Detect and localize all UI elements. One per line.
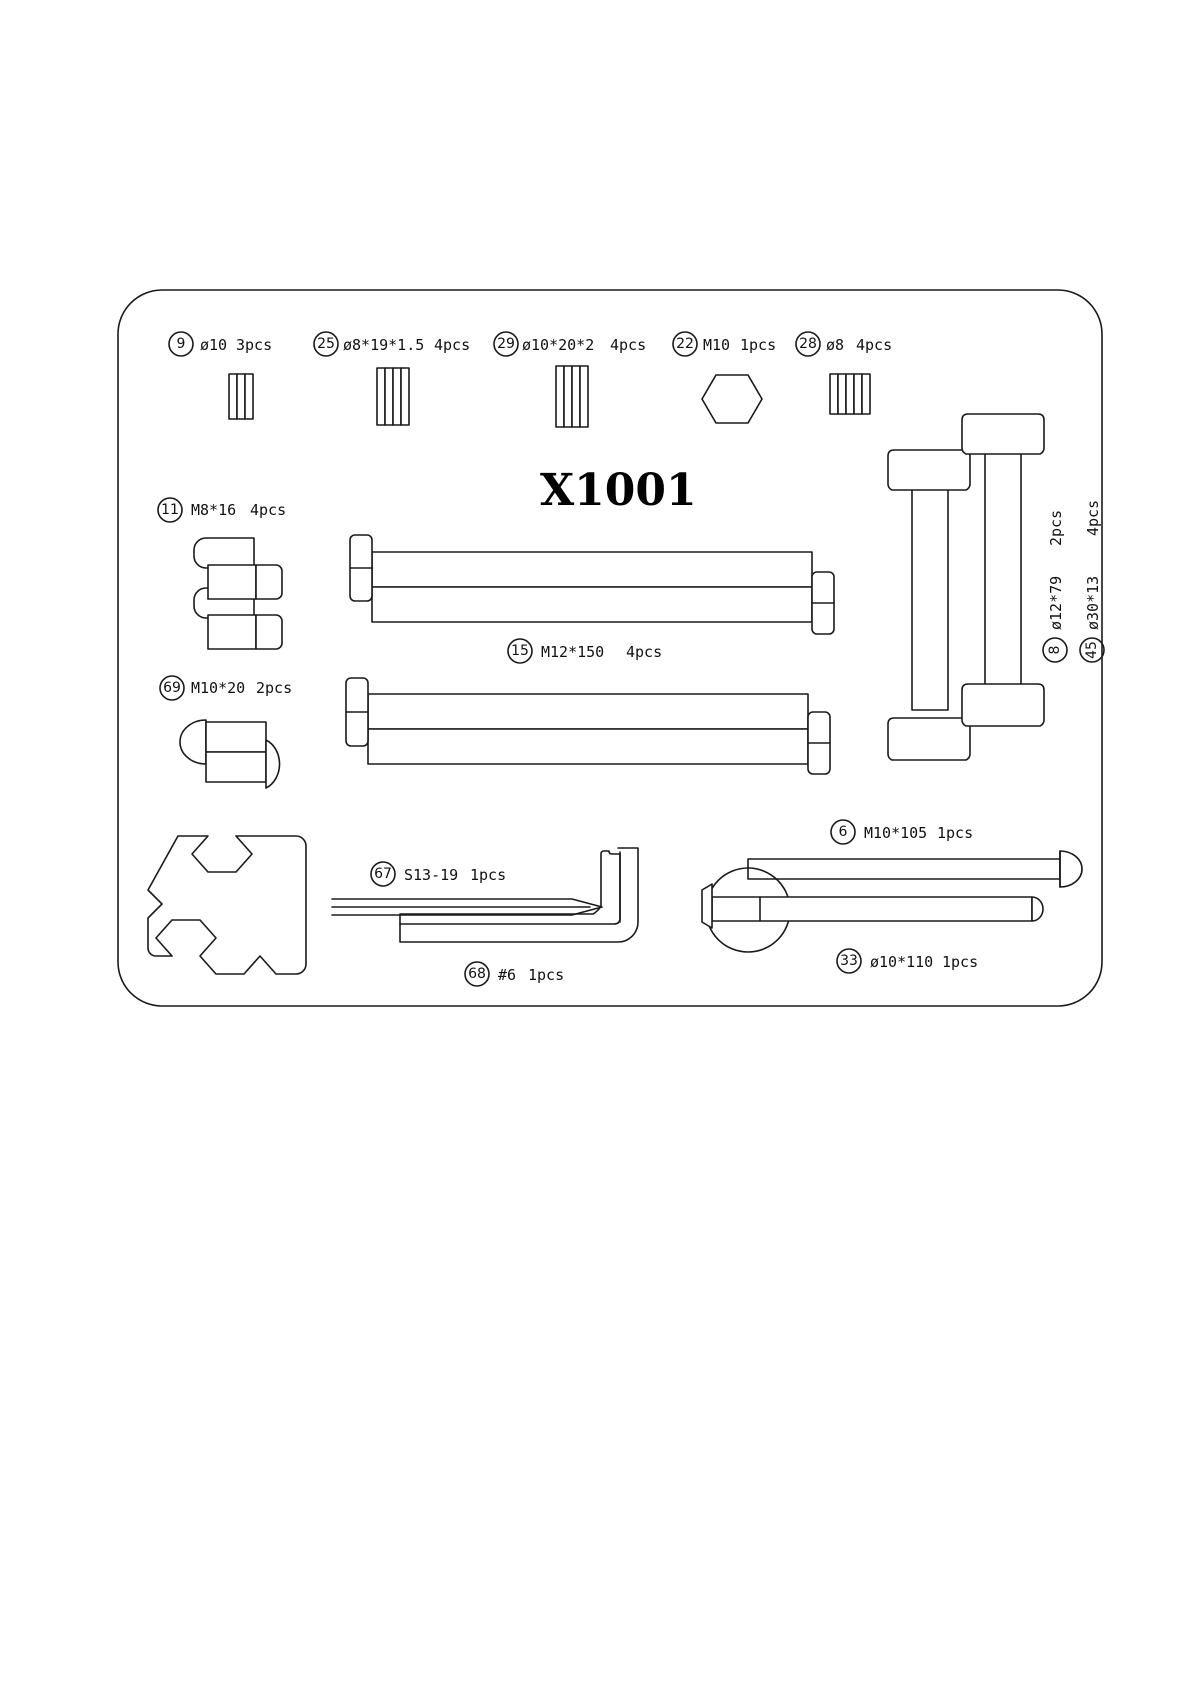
part-spec: ø10*110 — [870, 953, 933, 971]
part-number: 8 — [1047, 646, 1063, 655]
part-11: 11 M8*16 4pcs — [158, 498, 286, 649]
part-spec: S13-19 — [404, 866, 458, 884]
part-number: 67 — [374, 866, 392, 882]
part-number: 9 — [177, 336, 186, 352]
part-number: 29 — [497, 336, 515, 352]
part-qty: 4pcs — [434, 336, 470, 354]
part-spec: M10 — [703, 336, 730, 354]
part-spec: ø12*79 — [1047, 576, 1065, 630]
part-qty: 1pcs — [937, 824, 973, 842]
part-spec: M10*20 — [191, 679, 245, 697]
part-8-45: 8 ø12*79 2pcs 45 ø30*13 4pcs — [888, 414, 1104, 760]
part-number: 22 — [676, 336, 694, 352]
part-number: 28 — [799, 336, 817, 352]
hex-bolt-icon — [346, 678, 830, 774]
part-28: 28 ø8 4pcs — [796, 332, 892, 414]
part-number: 68 — [468, 966, 486, 982]
pull-pin-icon — [702, 868, 1043, 952]
part-qty: 4pcs — [250, 501, 286, 519]
part-33: 33 ø10*110 1pcs — [702, 868, 1043, 973]
hex-bolt-icon — [350, 535, 834, 634]
part-qty: 4pcs — [856, 336, 892, 354]
part-spec: M10*105 — [864, 824, 927, 842]
spanner-wrench-icon — [148, 836, 602, 974]
part-number: 11 — [161, 502, 179, 518]
part-number: 69 — [163, 680, 181, 696]
pin-icon — [748, 851, 1082, 887]
part-6: 6 M10*105 1pcs — [748, 820, 1082, 887]
part-qty: 2pcs — [256, 679, 292, 697]
foam-roller-bar-icon — [888, 414, 1044, 760]
part-spec: ø10 — [200, 336, 227, 354]
part-number: 15 — [511, 643, 529, 659]
part-22: 22 M10 1pcs — [673, 332, 776, 423]
part-qty: 1pcs — [942, 953, 978, 971]
part-number: 45 — [1084, 641, 1100, 659]
washer-stack-icon — [229, 374, 253, 419]
part-67: 67 S13-19 1pcs — [148, 836, 602, 974]
hex-nut-icon — [702, 375, 762, 423]
part-qty: 2pcs — [1047, 510, 1065, 546]
part-qty: 1pcs — [470, 866, 506, 884]
washer-stack-icon — [830, 374, 870, 414]
allen-key-icon — [400, 848, 638, 942]
part-29: 29 ø10*20*2 4pcs — [494, 332, 646, 427]
part-qty: 1pcs — [740, 336, 776, 354]
part-spec: #6 — [498, 966, 516, 984]
sheet-title: X1001 — [540, 465, 697, 516]
part-spec: ø30*13 — [1084, 576, 1102, 630]
part-qty: 4pcs — [610, 336, 646, 354]
part-spec: ø10*20*2 — [522, 336, 594, 354]
part-spec: M12*150 — [541, 643, 604, 661]
part-spec: ø8 — [826, 336, 844, 354]
washer-stack-icon — [556, 366, 588, 427]
part-number: 25 — [317, 336, 335, 352]
part-25: 25 ø8*19*1.5 4pcs — [314, 332, 470, 425]
part-15: 15 M12*150 4pcs — [346, 535, 834, 774]
part-number: 33 — [840, 953, 858, 969]
washer-stack-icon — [377, 368, 409, 425]
part-qty: 1pcs — [528, 966, 564, 984]
part-spec: M8*16 — [191, 501, 236, 519]
socket-cap-bolt-icon — [194, 538, 282, 649]
button-head-bolt-icon — [180, 720, 280, 788]
part-69: 69 M10*20 2pcs — [160, 676, 292, 788]
part-9: 9 ø10 3pcs — [169, 332, 272, 419]
part-number: 6 — [839, 824, 848, 840]
part-qty: 4pcs — [626, 643, 662, 661]
part-qty: 3pcs — [236, 336, 272, 354]
part-spec: ø8*19*1.5 — [343, 336, 424, 354]
part-qty: 4pcs — [1084, 500, 1102, 536]
